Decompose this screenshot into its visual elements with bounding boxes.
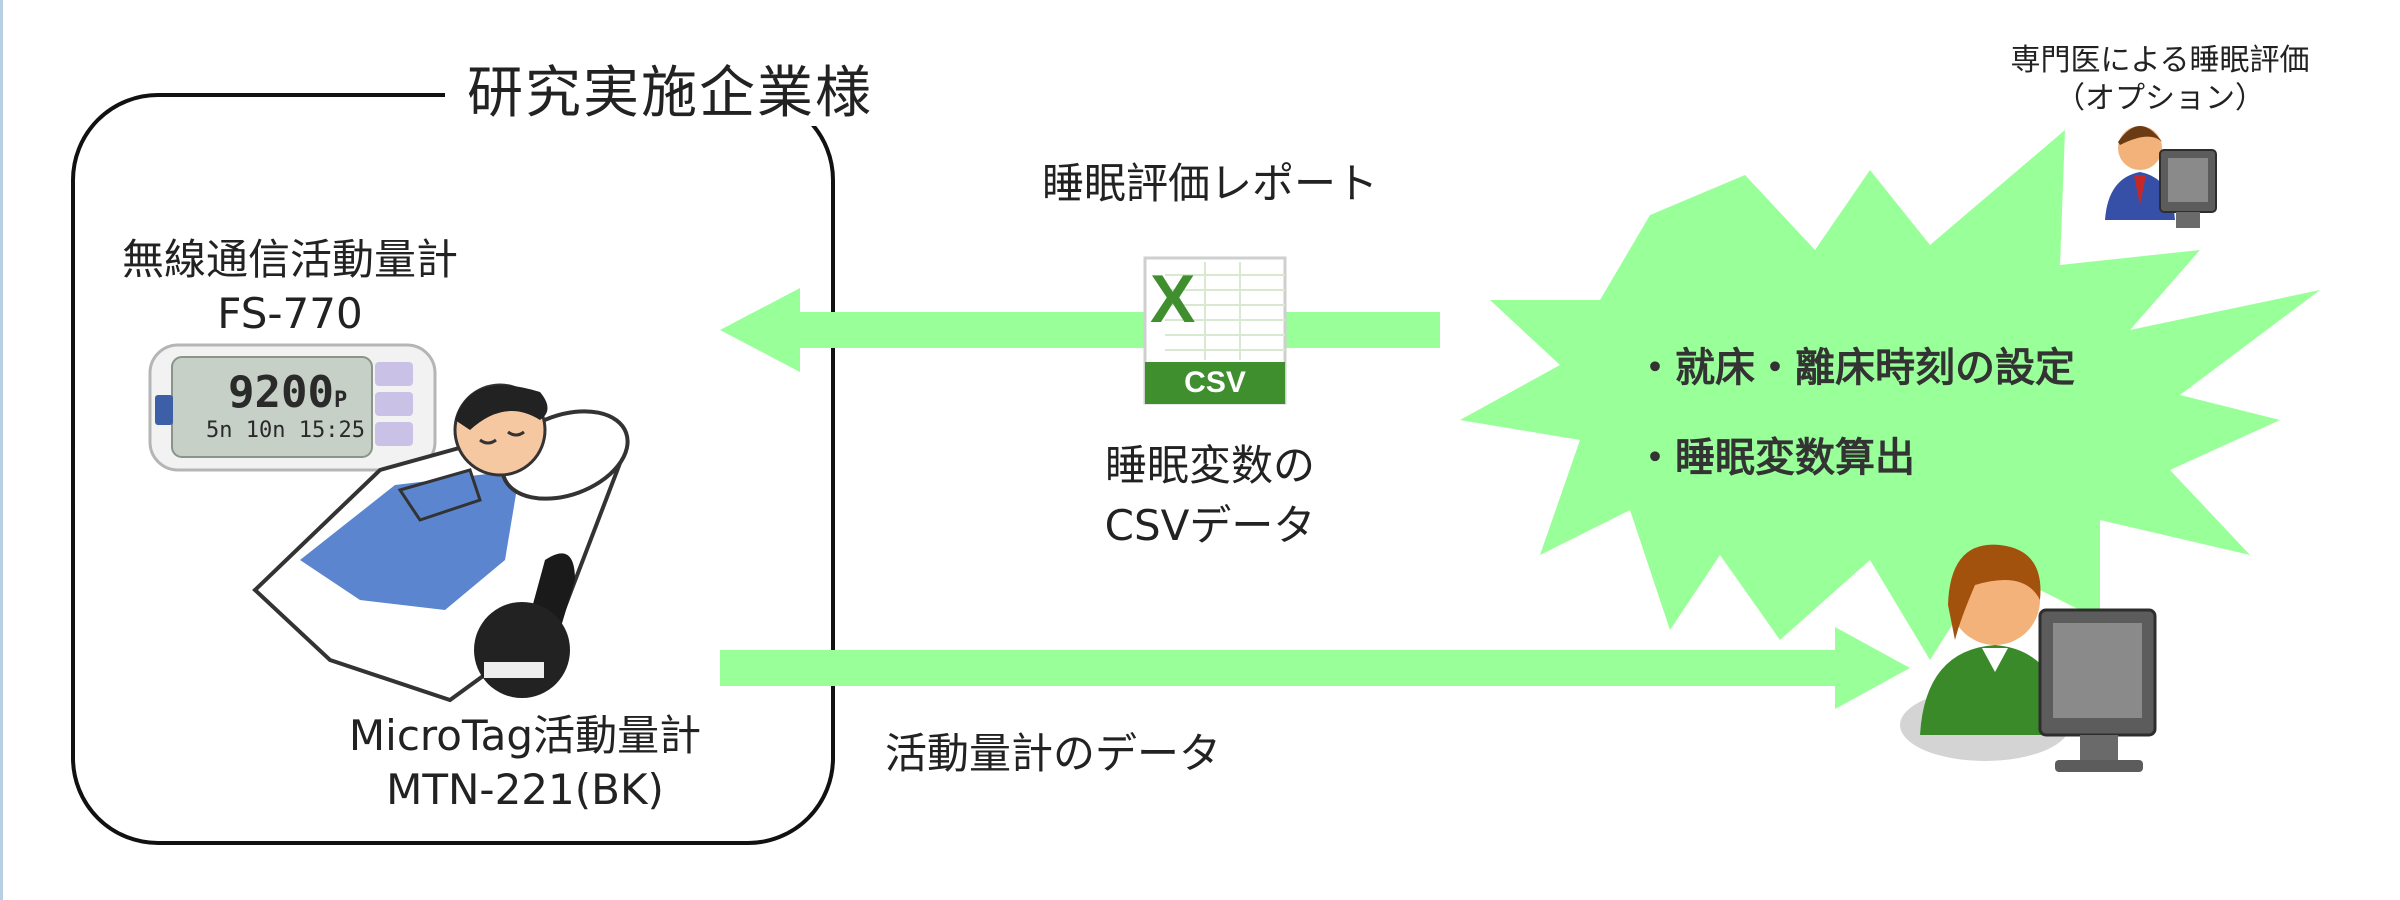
- svg-text:X: X: [1150, 261, 1195, 337]
- csv-caption-line1: 睡眠変数の: [1104, 441, 1316, 490]
- microtag-model: MTN-221(BK): [386, 765, 664, 814]
- specialist-option-label: （オプション）: [2055, 81, 2265, 116]
- fs770-model: FS-770: [217, 289, 363, 338]
- specialist-label: 専門医による睡眠評価: [2010, 43, 2310, 78]
- analyst-icon: [1900, 544, 2157, 772]
- left-border: [0, 0, 3, 900]
- data-flow-label: 活動量計のデータ: [885, 729, 1222, 778]
- processing-item-sleep-variables: ・睡眠変数算出: [1635, 435, 1915, 481]
- csv-file-icon: X: [1143, 256, 1287, 405]
- fs770-display-main: 9200P: [228, 367, 348, 418]
- fs770-display-sub: 5n 10n 15:25: [206, 418, 365, 443]
- data-flow-arrow: [720, 627, 1910, 709]
- microtag-device-image: [474, 553, 575, 698]
- microtag-name: MicroTag活動量計: [348, 711, 702, 760]
- csv-badge-label: CSV: [1184, 366, 1246, 399]
- specialist-icon: [2105, 126, 2217, 228]
- report-label: 睡眠評価レポート: [1041, 159, 1379, 208]
- report-arrow: [720, 288, 1440, 372]
- research-company-title: 研究実施企業様: [445, 61, 895, 127]
- fs770-device-image: [148, 343, 437, 472]
- processing-burst: [1460, 130, 2320, 660]
- processing-item-bed-times: ・就床・離床時刻の設定: [1635, 345, 2075, 391]
- csv-caption-line2: CSVデータ: [1104, 501, 1316, 550]
- fs770-name: 無線通信活動量計: [121, 235, 459, 284]
